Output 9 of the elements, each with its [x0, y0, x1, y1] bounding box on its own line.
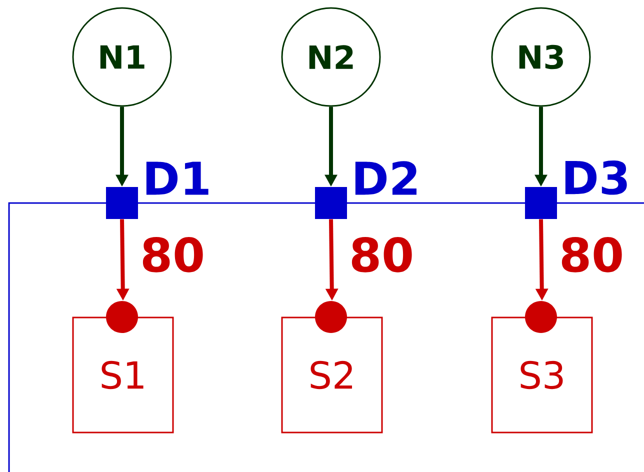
sink-box: S1 [72, 316, 174, 434]
junction-label: D1 [146, 162, 208, 195]
edge-label: 80 [562, 237, 622, 272]
junction-label: D3 [565, 160, 627, 195]
sink-box: S3 [491, 316, 593, 434]
edge-label: 80 [352, 237, 412, 272]
junction-label: D2 [355, 161, 416, 195]
sink-box: S2 [281, 316, 383, 434]
edge-label: 80 [142, 237, 203, 272]
